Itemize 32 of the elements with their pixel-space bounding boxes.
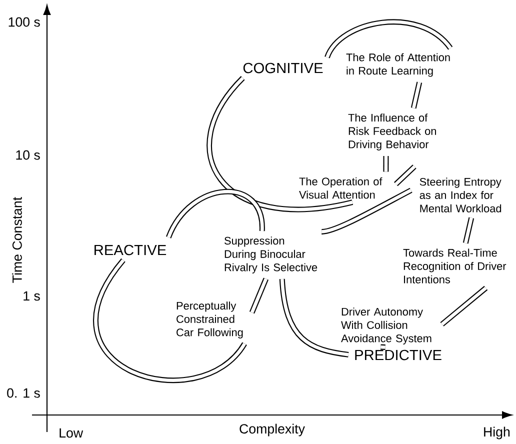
tick-label: Low (60, 428, 84, 438)
double-line (206, 76, 353, 212)
text-label: Suppression During Binocular Rivalry Is Selective (224, 236, 318, 274)
double-line (440, 286, 488, 326)
text-label: Towards Real-Time Recognition of Driver Intentions (403, 248, 506, 284)
text-label: COGNITIVE (243, 62, 323, 74)
double-line (410, 82, 422, 109)
double-line (249, 278, 268, 314)
text-label: Driver Autonomy With Collision Avoidance System (341, 308, 432, 344)
double-line (166, 188, 265, 239)
double-line (94, 258, 247, 384)
axis-title: Time Constant (12, 197, 22, 283)
text-label: The Operation of Visual Attention (299, 177, 382, 199)
text-label: The Role of Attention in Route Learning (346, 53, 450, 77)
tick-label: 10 s (16, 150, 40, 160)
axis-title: Complexity (240, 424, 305, 436)
double-line (279, 278, 349, 358)
double-line (321, 188, 412, 234)
tick-label: 100 s (8, 17, 40, 27)
text-label: The Influence of Risk Feedback on Driving Behavior (348, 114, 436, 150)
tick-label: High (484, 426, 510, 440)
text-label: Perceptually Constrained Car Following (176, 302, 243, 338)
double-line (394, 164, 416, 186)
text-label: REACTIVE (94, 244, 166, 256)
double-line (380, 344, 386, 350)
double-line (324, 19, 452, 59)
double-line (383, 156, 389, 172)
double-line (462, 217, 474, 244)
text-label: Steering Entropy as an Index for Mental Workload (420, 178, 502, 212)
tick-label: 0. 1 s (7, 388, 40, 398)
tick-label: 1 s (24, 291, 40, 301)
text-label: PREDICTIVE (355, 350, 442, 360)
